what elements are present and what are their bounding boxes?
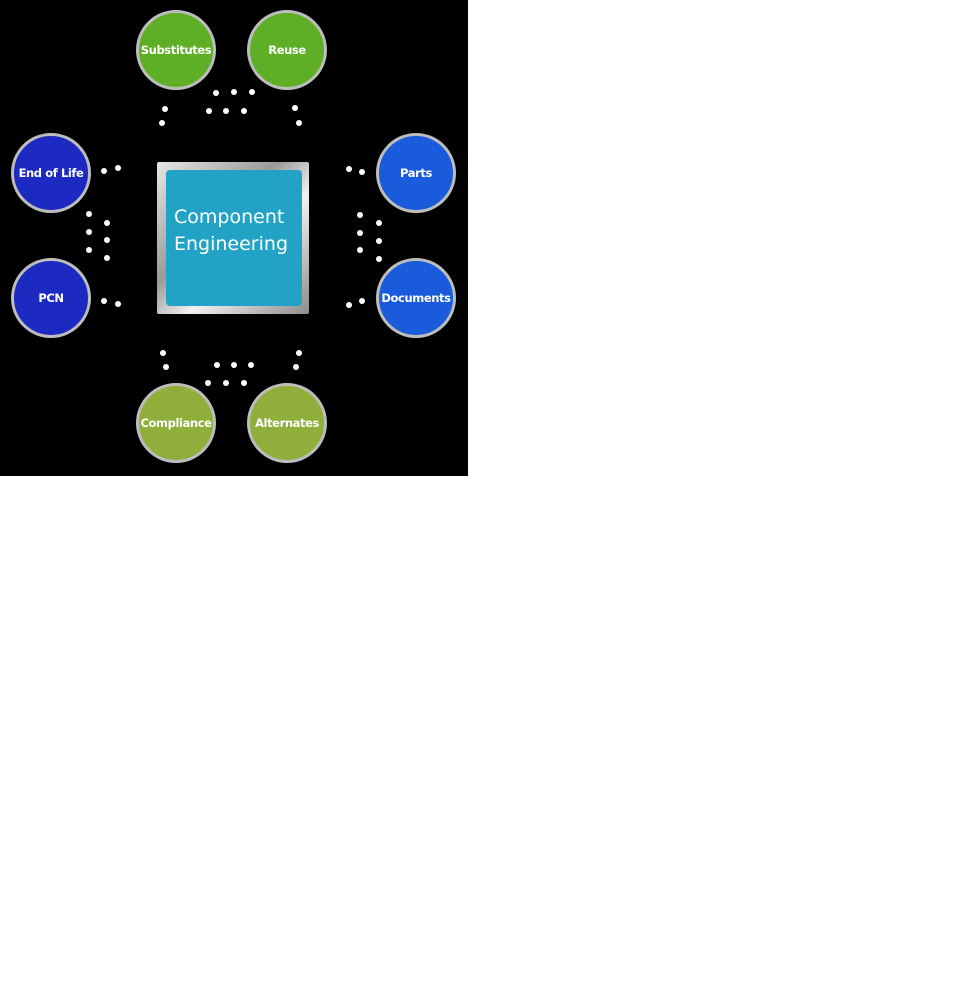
connector-dot <box>104 220 110 226</box>
connector-dot <box>296 120 302 126</box>
node-reuse-label: Reuse <box>268 43 306 57</box>
node-end-of-life[interactable]: End of Life <box>11 133 91 213</box>
connector-dot <box>101 168 107 174</box>
center-box: Component Engineering <box>166 170 302 306</box>
connector-dot <box>115 165 121 171</box>
connector-dot <box>86 229 92 235</box>
connector-dot <box>115 301 121 307</box>
connector-dot <box>206 108 212 114</box>
connector-dot <box>231 362 237 368</box>
connector-dot <box>223 380 229 386</box>
node-substitutes[interactable]: Substitutes <box>136 10 216 90</box>
connector-dot <box>162 106 168 112</box>
connector-dot <box>376 220 382 226</box>
node-parts-label: Parts <box>400 166 432 180</box>
node-reuse[interactable]: Reuse <box>247 10 327 90</box>
connector-dot <box>86 211 92 217</box>
connector-dot <box>346 302 352 308</box>
connector-dot <box>357 212 363 218</box>
connector-dot <box>101 298 107 304</box>
node-documents[interactable]: Documents <box>376 258 456 338</box>
connector-dot <box>214 362 220 368</box>
connector-dot <box>357 230 363 236</box>
connector-dot <box>241 108 247 114</box>
connector-dot <box>163 364 169 370</box>
connector-dot <box>293 364 299 370</box>
connector-dot <box>359 298 365 304</box>
connector-dot <box>376 256 382 262</box>
node-documents-label: Documents <box>381 291 451 305</box>
node-pcn[interactable]: PCN <box>11 258 91 338</box>
node-alternates[interactable]: Alternates <box>247 383 327 463</box>
center-title-line2: Engineering <box>174 233 288 255</box>
connector-dot <box>346 166 352 172</box>
connector-dot <box>205 380 211 386</box>
connector-dot <box>86 247 92 253</box>
connector-dot <box>296 350 302 356</box>
node-pcn-label: PCN <box>38 291 64 305</box>
connector-dot <box>376 238 382 244</box>
center-box-frame: Component Engineering <box>157 162 309 314</box>
node-end-of-life-label: End of Life <box>18 166 84 180</box>
connector-dot <box>357 247 363 253</box>
node-substitutes-label: Substitutes <box>140 43 212 57</box>
connector-dot <box>213 90 219 96</box>
connector-dot <box>223 108 229 114</box>
connector-dot <box>159 120 165 126</box>
node-alternates-label: Alternates <box>255 416 319 430</box>
node-parts[interactable]: Parts <box>376 133 456 213</box>
connector-dot <box>104 255 110 261</box>
diagram-canvas: Component Engineering Substitutes Reuse … <box>0 0 468 476</box>
node-compliance[interactable]: Compliance <box>136 383 216 463</box>
node-compliance-label: Compliance <box>140 416 212 430</box>
connector-dot <box>359 169 365 175</box>
connector-dot <box>231 89 237 95</box>
connector-dot <box>104 237 110 243</box>
connector-dot <box>241 380 247 386</box>
connector-dot <box>292 105 298 111</box>
center-title-line1: Component <box>174 206 285 228</box>
connector-dot <box>249 89 255 95</box>
connector-dot <box>160 350 166 356</box>
connector-dot <box>248 362 254 368</box>
